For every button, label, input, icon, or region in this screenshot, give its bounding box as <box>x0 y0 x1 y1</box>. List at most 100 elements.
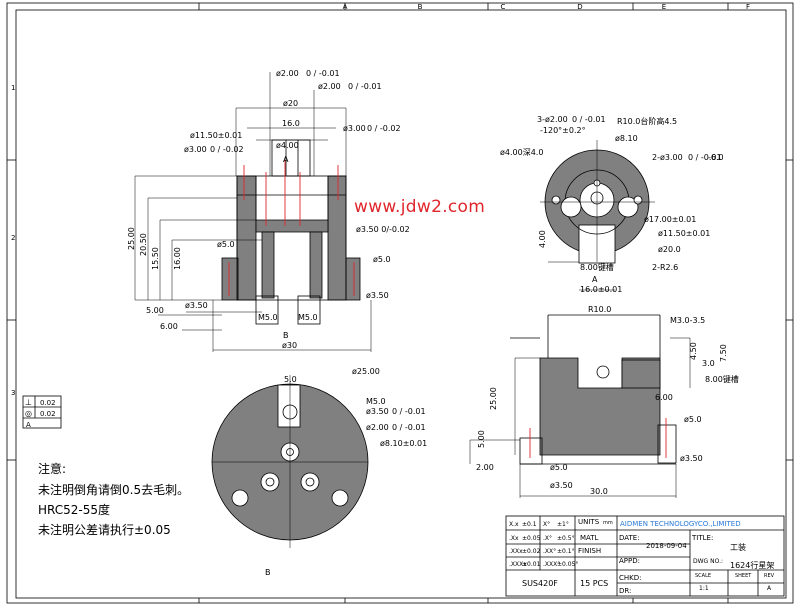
finish-label: FINISH <box>578 547 601 555</box>
title-label: TITLE: <box>691 534 713 542</box>
col-label: D <box>577 3 582 11</box>
dim-text: 25.00 <box>127 227 136 250</box>
notes-line: HRC52-55度 <box>38 503 111 517</box>
col-label: C <box>501 3 506 11</box>
dim-text: ø11.50±0.01 <box>658 229 710 238</box>
dim-text: ø20.0 <box>658 245 681 254</box>
tol-cell: ±0.01 <box>522 561 541 568</box>
tol-cell: .Xx <box>509 535 519 542</box>
units-label: UNITS <box>578 518 600 526</box>
dim-text: ø3.50 <box>366 407 389 416</box>
dim-text: 0 / -0.02 <box>210 145 244 154</box>
col-label: F <box>746 3 750 11</box>
tol-cell: ±0.02 <box>522 548 541 555</box>
gdt-symbol: ⊥ <box>25 398 32 407</box>
section-fill <box>261 231 275 299</box>
dim-text: -6.0 <box>708 153 724 162</box>
matl-label: MATL <box>580 534 599 542</box>
dim-text: 4.00 <box>538 230 547 248</box>
front-view-dims: ø2.00 0 / -0.01 ø2.00 0 / -0.01 ø20 16.0… <box>127 69 410 350</box>
dim-text: 2-ø3.00 <box>652 153 683 162</box>
company-name: AIDMEN TECHNOLOGYCO.,LIMITED <box>620 520 741 528</box>
right-view <box>469 314 691 498</box>
dim-text: 25.00 <box>489 387 498 410</box>
section-fill <box>255 219 329 233</box>
view-label: A <box>592 275 598 284</box>
dim-text: ø5.0 <box>373 255 391 264</box>
dim-text: R10.0台阶高4.5 <box>617 116 677 126</box>
gdt-value: 0.02 <box>40 410 56 418</box>
dim-text: 2.00 <box>476 463 494 472</box>
dim-text: ø5.0 <box>550 463 568 472</box>
scale-label: SCALE <box>695 573 711 579</box>
dim-text: 5.0 <box>284 375 297 384</box>
dim-text: M5.0 <box>366 397 386 406</box>
row-label: 2 <box>11 234 15 242</box>
appd-label: APPD: <box>619 557 640 565</box>
tol-cell: .X° <box>543 535 552 542</box>
qty: 15 PCS <box>580 579 608 588</box>
dim-text: 16.0 <box>282 119 300 128</box>
dim-text: M5.0 <box>298 313 318 322</box>
dim-text: -120°±0.2° <box>540 126 586 135</box>
tol-cell: X° <box>543 521 550 528</box>
dim-text: 20.50 <box>139 233 148 256</box>
dim-text: 0 / -0.01 <box>688 153 722 162</box>
dim-text: ø2.00 <box>276 69 299 78</box>
dim-text: 30.0 <box>590 487 608 496</box>
dim-text: 3-ø2.00 <box>537 115 568 124</box>
tol-cell: ±0.1 <box>522 521 537 528</box>
dim-text: ø3.00 <box>184 145 207 154</box>
date-label: DATE: <box>619 534 640 542</box>
dr-label: DR: <box>619 587 631 595</box>
row-label: 3 <box>11 389 15 397</box>
dim-text: ø3.50 <box>680 454 703 463</box>
view-label: B <box>283 331 289 340</box>
dim-text: M5.0 <box>258 313 278 322</box>
dim-text: ø11.50±0.01 <box>190 131 242 140</box>
dim-text: 0 / -0.01 <box>348 82 382 91</box>
gdt-value: 0.02 <box>40 399 56 407</box>
dim-text: ø5.0 <box>217 240 235 249</box>
dim-text: ø4.00 <box>276 141 299 150</box>
right-view-dims: R10.0 M3.0-3.5 4.50 7.50 3.0 8.00键槽 25.0… <box>476 305 739 496</box>
gdt-symbol: ◎ <box>25 409 32 418</box>
dim-text: ø2.00 <box>366 423 389 432</box>
dim-text: R10.0 <box>588 305 611 314</box>
sheet-label: SHEET <box>735 573 752 579</box>
dim-text: 0 / -0.01 <box>392 423 426 432</box>
dim-text: ø2.00 <box>318 82 341 91</box>
dim-text: 8.00键槽 <box>580 262 614 272</box>
scale-value: 1:1 <box>699 585 709 592</box>
title-block: X.x ±0.1 X° ±1° .Xx ±0.05 .X° ±0.5° .XXx… <box>505 515 785 597</box>
rev-value: A <box>767 585 772 592</box>
top-right-view <box>540 140 655 291</box>
tol-cell: .XX° <box>543 548 556 555</box>
material: SUS420F <box>522 579 558 588</box>
dim-text: ø30 <box>282 341 297 350</box>
dim-text: 15.50 <box>151 247 160 270</box>
dim-text: 7.50 <box>719 344 728 362</box>
tol-cell: .XXx <box>509 548 523 555</box>
dim-text: 16.00 <box>173 247 182 270</box>
col-label: E <box>662 3 666 11</box>
dim-text: 5.00 <box>146 306 164 315</box>
dwg-label: DWG NO.: <box>693 558 723 565</box>
tol-cell: ±0.1° <box>557 548 575 555</box>
dim-text: ø3.50 <box>550 481 573 490</box>
dim-text: ø5.0 <box>684 415 702 424</box>
tol-cell: ±0.05° <box>557 561 578 568</box>
dim-text: 2-R2.6 <box>652 263 678 272</box>
dim-text: ø3.50 0/-0.02 <box>356 225 410 234</box>
frame <box>6 2 794 604</box>
section-fill <box>345 257 361 301</box>
dim-text: 6.00 <box>160 322 178 331</box>
dim-text: ø25.00 <box>352 367 380 376</box>
gdt-frame: ⊥ 0.02 ◎ 0.02 A <box>22 395 62 429</box>
chkd-label: CHKD: <box>619 574 642 582</box>
dwg-value: 1624行星架 <box>730 560 774 570</box>
dim-text: ø8.10 <box>615 134 638 143</box>
notes-line: 未注明公差请执行±0.05 <box>38 523 171 537</box>
